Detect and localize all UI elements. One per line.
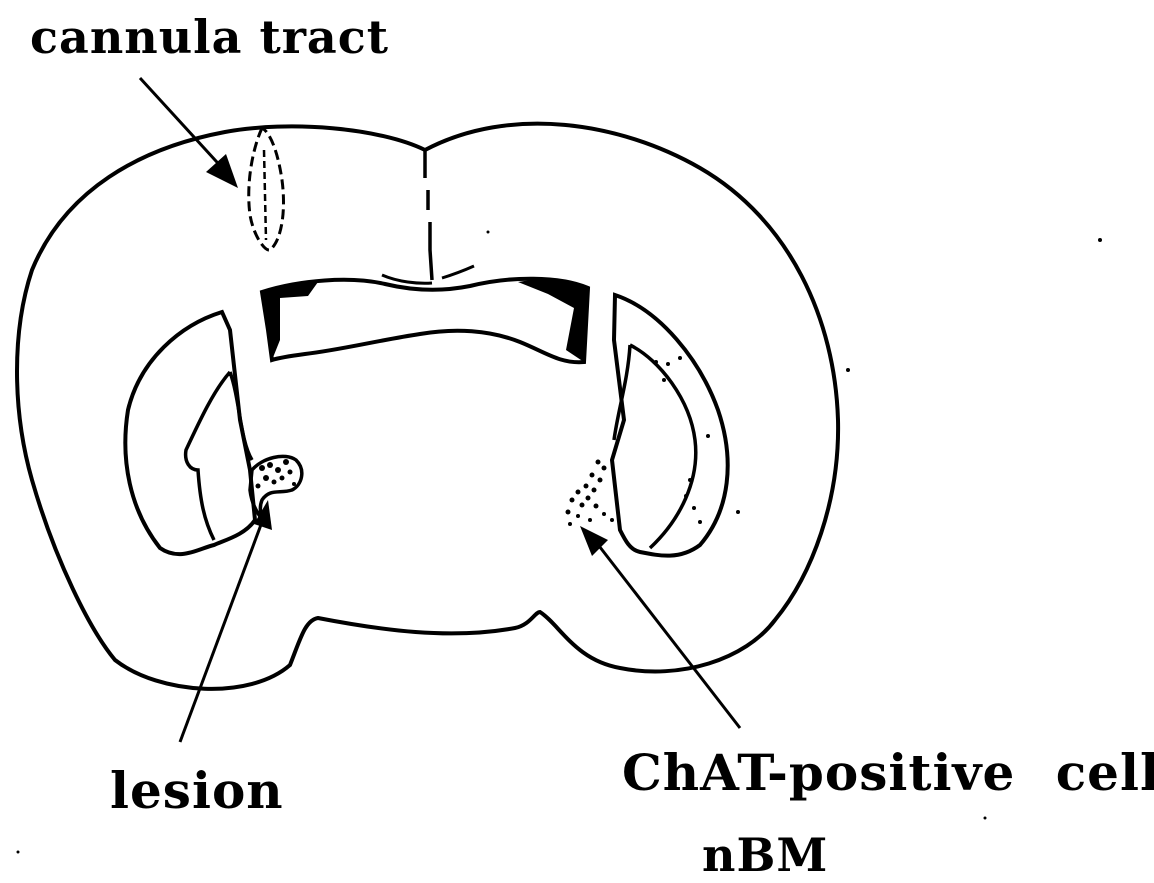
left-region-outer — [125, 312, 255, 554]
lesion-arrow-line — [180, 522, 262, 742]
cannula-tract-label: cannula tract — [30, 14, 389, 60]
nbm-label: nBM — [702, 832, 828, 878]
midline-fissure — [425, 150, 432, 280]
lesion-label: lesion — [110, 766, 284, 816]
cannula-arrowhead — [206, 154, 238, 188]
right-region-outer — [612, 295, 728, 556]
chat-positive-cell-dots — [566, 460, 615, 527]
ventricle-right-fill — [518, 279, 588, 362]
lesion-site — [250, 456, 302, 526]
chat-positive-cells-label: ChAT-positive cells — [622, 748, 1154, 798]
midline-arc — [382, 266, 474, 283]
right-region-inner — [614, 345, 696, 548]
cannula-tract-core — [264, 150, 266, 240]
cannula-arrow-line — [140, 78, 226, 172]
lesion-arrowhead — [254, 500, 272, 530]
chat-arrow-line — [596, 542, 740, 728]
left-region-inner — [186, 372, 252, 540]
